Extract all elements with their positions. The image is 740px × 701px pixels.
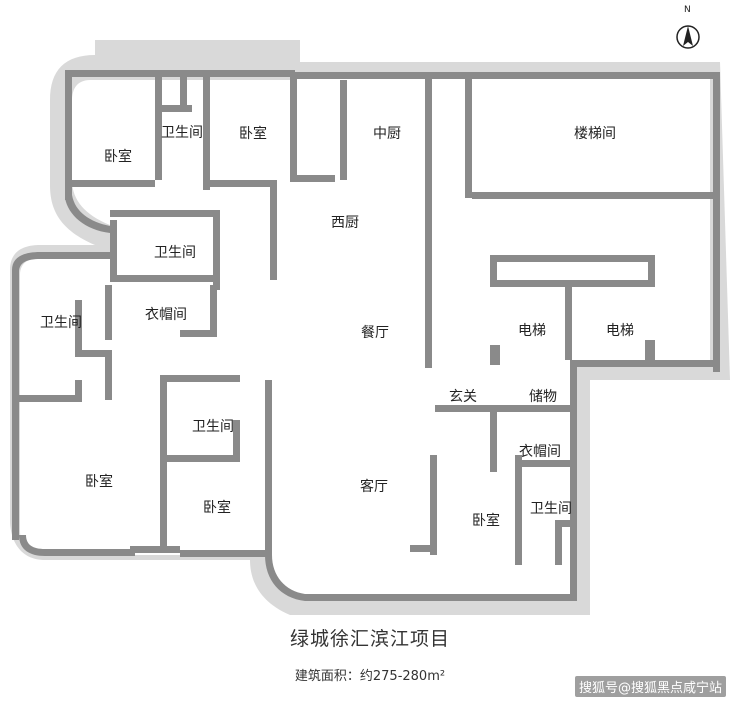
room-label-kitchen-cn: 中厨 <box>373 126 401 142</box>
room-label-stairwell: 楼梯间 <box>574 126 616 142</box>
room-label-kitchen-west: 西厨 <box>331 215 359 231</box>
room-label-closet-west: 衣帽间 <box>145 307 187 323</box>
room-label-bedroom-sw: 卧室 <box>85 474 113 490</box>
room-label-dining: 餐厅 <box>361 325 389 341</box>
room-label-bath-se: 卫生间 <box>530 501 572 517</box>
room-label-foyer: 玄关 <box>449 389 477 405</box>
room-label-bath-sw-inner: 卫生间 <box>192 419 234 435</box>
room-label-bedroom-s: 卧室 <box>203 500 231 516</box>
plan-title: 绿城徐汇滨江项目 <box>289 628 450 650</box>
compass-icon <box>676 25 700 49</box>
plan-subtitle: 建筑面积：约275-280m² <box>294 669 446 684</box>
room-label-living: 客厅 <box>360 479 388 495</box>
room-label-elevator-1: 电梯 <box>518 323 546 339</box>
room-label-bedroom-se: 卧室 <box>472 513 500 529</box>
room-label-bath-center: 卫生间 <box>154 245 196 261</box>
room-label-bedroom-nw: 卧室 <box>104 149 132 165</box>
room-label-bath-west: 卫生间 <box>40 315 82 331</box>
walls <box>12 70 720 601</box>
room-label-bedroom-n: 卧室 <box>239 126 267 142</box>
watermark-credit: 搜狐号@搜狐黑点咸宁站 <box>574 676 726 697</box>
room-label-closet-se: 衣帽间 <box>519 444 561 460</box>
room-label-bath-nw: 卫生间 <box>161 125 203 141</box>
room-label-storage: 储物 <box>529 389 557 405</box>
room-label-elevator-2: 电梯 <box>606 323 634 339</box>
compass-label: N <box>684 5 691 15</box>
